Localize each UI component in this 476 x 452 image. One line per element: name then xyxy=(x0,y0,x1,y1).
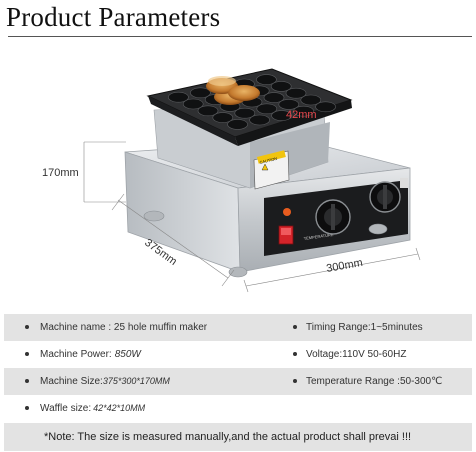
plate-hole xyxy=(182,98,204,110)
plate-hole xyxy=(271,110,292,121)
brand-badge xyxy=(400,178,408,188)
title-divider xyxy=(8,36,472,37)
page-title: Product Parameters xyxy=(6,2,221,32)
plate-hole xyxy=(315,101,336,113)
mini-pancakes xyxy=(206,76,260,105)
spec-machine-power: Machine Power:850W xyxy=(40,349,141,360)
note-text: *Note: The size is measured manually,and… xyxy=(44,431,412,443)
plate-hole xyxy=(249,114,270,126)
plate-hole xyxy=(263,92,285,103)
caution-sticker: CAUTION xyxy=(253,150,290,190)
spec-temperature-range: Temperature Range :50-300℃ xyxy=(306,376,443,387)
plate-hole xyxy=(300,94,322,106)
plate-hole xyxy=(234,107,256,119)
machine-body xyxy=(124,139,411,273)
plate-hole xyxy=(190,87,211,99)
spec-row: Machine Power:850W Voltage:110V 50-60HZ xyxy=(4,341,472,368)
bullet-icon xyxy=(25,379,29,383)
bullet-icon xyxy=(293,325,297,329)
spec-voltage: Voltage:110V 50-60HZ xyxy=(306,349,407,360)
indicator-light-icon xyxy=(283,208,291,216)
plate-hole xyxy=(212,112,234,123)
spec-machine-name: Machine name : 25 hole muffin maker xyxy=(40,322,208,333)
product-illustration: 42mm CAUTION TEMPERATURE 170mm 375mm xyxy=(42,68,421,293)
caution-text: CAUTION xyxy=(259,156,278,165)
spec-row: Machine name : 25 hole muffin maker Timi… xyxy=(4,314,472,341)
bullet-icon xyxy=(25,406,29,410)
bullet-icon xyxy=(293,352,297,356)
spec-row: Machine Size:375*300*170MM Temperature R… xyxy=(4,368,472,395)
plate-hole xyxy=(227,119,248,130)
plate-hole xyxy=(270,81,292,92)
spec-timing-range: Timing Range:1~5minutes xyxy=(306,322,423,333)
bullet-icon xyxy=(25,352,29,356)
spec-waffle-size: Waffle size:42*42*10MM xyxy=(40,403,146,414)
spec-machine-size: Machine Size:375*300*170MM xyxy=(40,376,170,387)
plate-hole xyxy=(197,105,219,117)
bullet-icon xyxy=(25,325,29,329)
hole-size-label: 42mm xyxy=(286,109,317,121)
plate-hole xyxy=(168,91,189,103)
plate-hole xyxy=(293,105,314,117)
plate-hole xyxy=(278,99,300,110)
plate-hole xyxy=(285,87,307,99)
height-dimension: 170mm xyxy=(42,141,126,203)
plate-hole xyxy=(256,103,278,115)
panel-temperature-label: TEMPERATURE xyxy=(303,232,334,241)
width-label: 300mm xyxy=(325,257,363,275)
bullet-icon xyxy=(293,379,297,383)
height-label: 170mm xyxy=(42,167,79,179)
plate-hole xyxy=(256,74,277,85)
machine-feet xyxy=(143,210,388,278)
spec-row: Waffle size:42*42*10MM xyxy=(4,395,472,422)
control-panel: TEMPERATURE xyxy=(278,178,408,245)
size-note: *Note: The size is measured manually,and… xyxy=(4,423,472,451)
